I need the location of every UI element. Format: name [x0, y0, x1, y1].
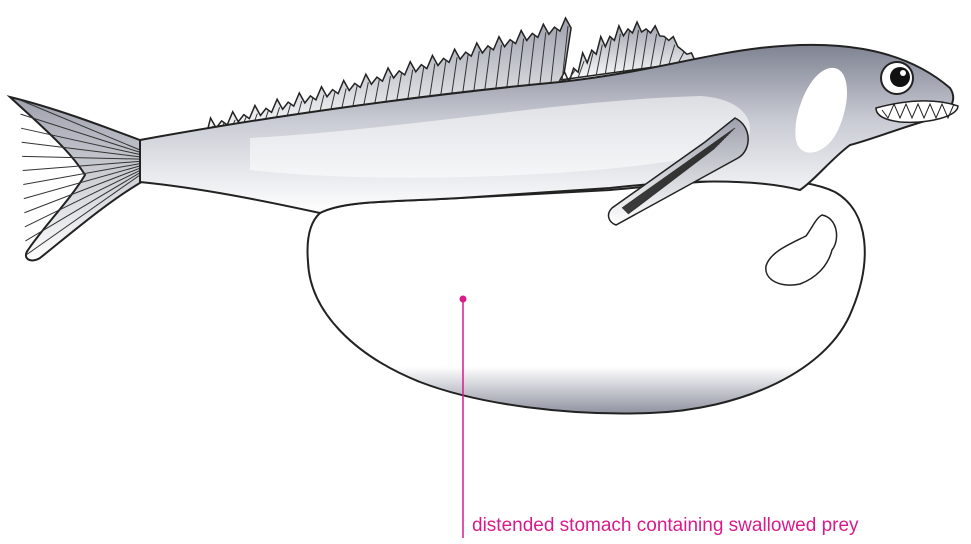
eye-icon — [881, 62, 913, 94]
tail-fin — [10, 97, 145, 260]
stomach — [308, 179, 865, 413]
stomach-label: distended stomach containing swallowed p… — [472, 515, 859, 536]
